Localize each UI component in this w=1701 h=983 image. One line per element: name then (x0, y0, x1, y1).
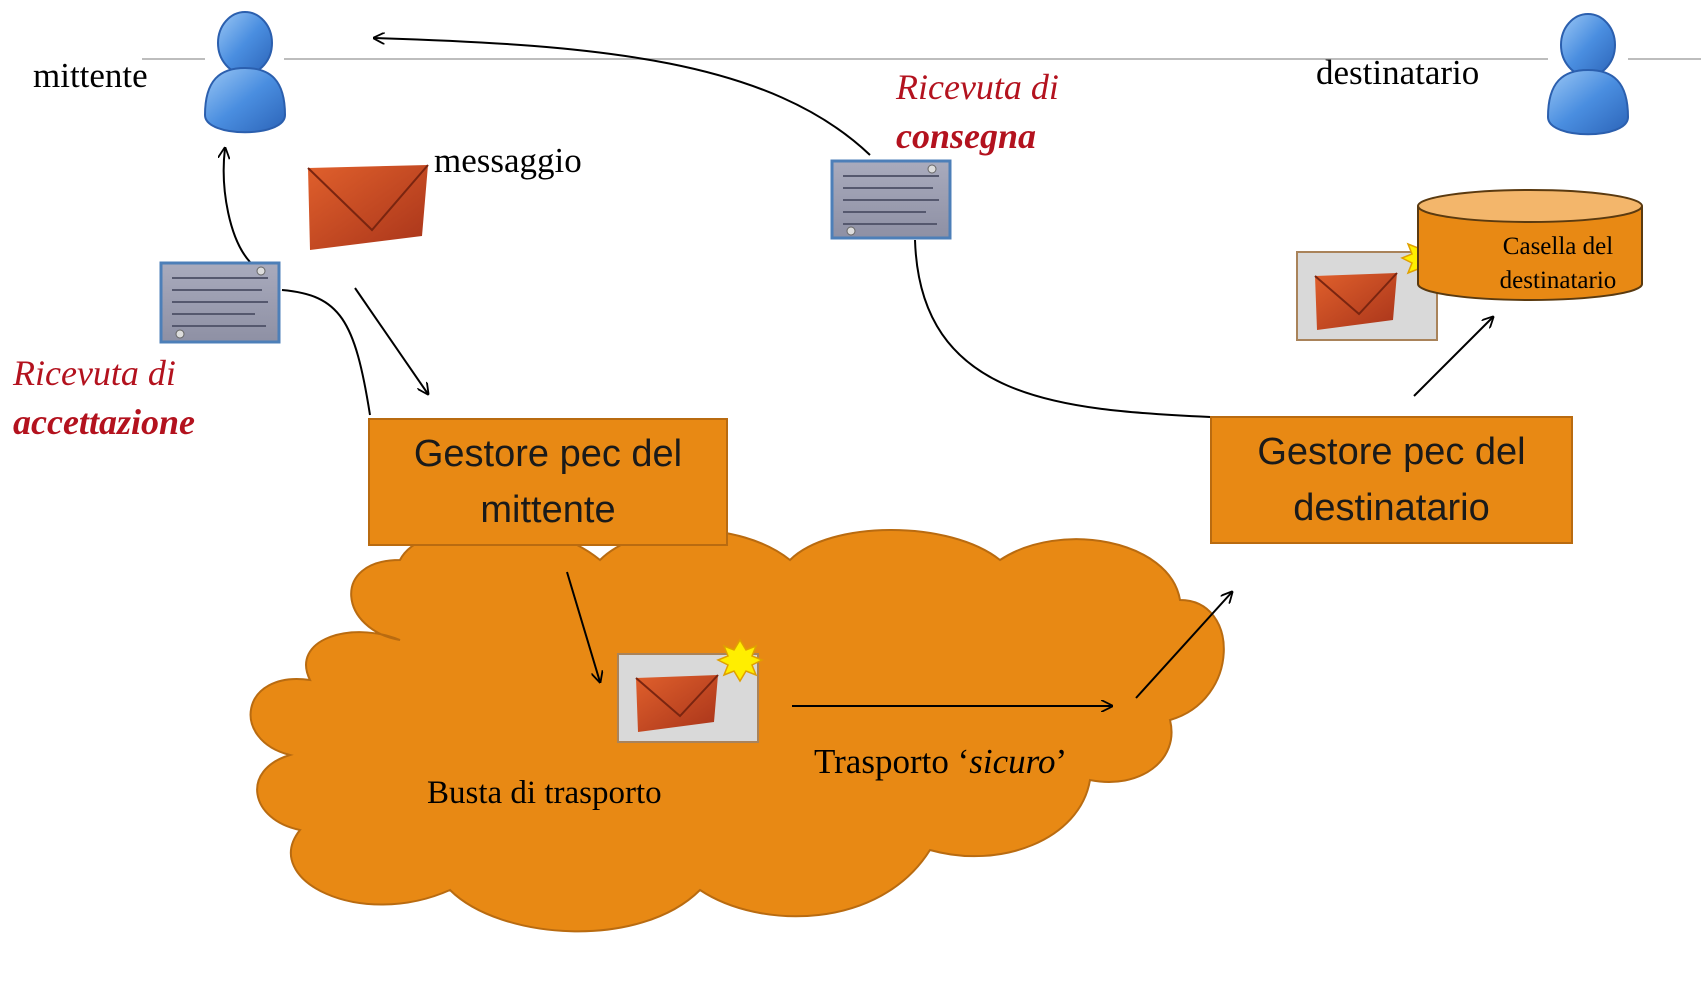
transport-envelope-icon (617, 638, 764, 743)
mailbox-line2: destinatario (1499, 267, 1617, 294)
sender-label: mittente (33, 56, 148, 95)
mailbox-label: Casella del destinatario (1463, 230, 1653, 298)
mailbox-line1: Casella del (1502, 233, 1614, 260)
delivery-receipt-subtitle: consegna (896, 116, 1037, 156)
transport-suffix: ’ (1055, 742, 1068, 781)
connectors (224, 38, 1493, 706)
sender-provider-box: Gestore pec del mittente (368, 418, 728, 546)
message-envelope-icon (307, 164, 429, 250)
sender-provider-line2: mittente (480, 489, 616, 531)
acceptance-receipt-subtitle: accettazione (13, 402, 195, 442)
acceptance-receipt-title: Ricevuta di (13, 353, 176, 393)
recipient-person-icon (1546, 13, 1630, 136)
recipient-provider-line2: destinatario (1293, 487, 1490, 529)
acceptance-receipt-document-icon (159, 261, 281, 344)
message-label: messaggio (434, 141, 582, 180)
transport-emphasis: sicuro (969, 742, 1056, 781)
recipient-mailbox-database-icon (1417, 189, 1643, 301)
transport-prefix: Trasporto ‘ (814, 742, 970, 781)
delivery-receipt-title: Ricevuta di (896, 67, 1059, 107)
recipient-provider-line1: Gestore pec del (1257, 431, 1526, 473)
delivery-receipt-document-icon (830, 159, 952, 240)
transport-label: Trasporto ‘sicuro’ (814, 742, 1067, 782)
seal-star-icon (716, 638, 764, 683)
recipient-provider-box: Gestore pec del destinatario (1210, 416, 1573, 544)
sender-person-icon (203, 11, 287, 134)
recipient-label: destinatario (1316, 53, 1480, 92)
envelope-label: Busta di trasporto (427, 775, 662, 811)
sender-provider-line1: Gestore pec del (413, 433, 683, 475)
